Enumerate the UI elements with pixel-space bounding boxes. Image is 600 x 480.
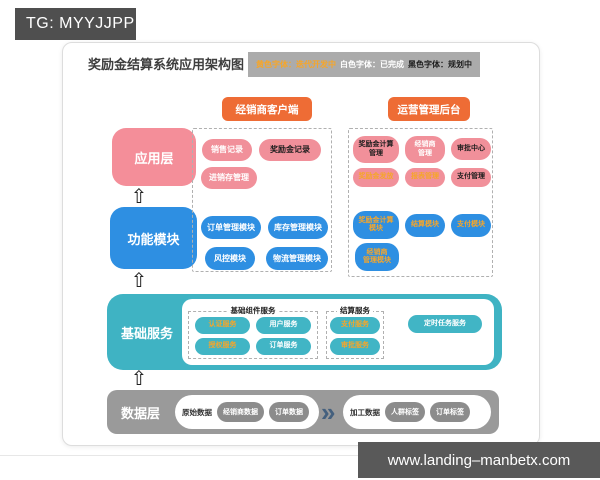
service-pill: 订单服务 xyxy=(256,338,311,355)
layer-box-data-layer: 数据层 xyxy=(121,405,161,421)
legend-item-black: 黑色字体：规划中 xyxy=(408,60,472,69)
data-pill: 订单数据 xyxy=(269,402,309,422)
service-pill: 审批服务 xyxy=(330,338,380,355)
service-pill: 认证服务 xyxy=(195,317,250,334)
layer-box-base-services: 基础服务 xyxy=(121,325,174,341)
processed-data-panel: 加工数据 人群标签 订单标签 xyxy=(343,395,491,429)
app-pill: 支付管理 xyxy=(451,168,491,187)
ops-backend-section: 奖励金计算 管理 经销商 管理 审批中心 奖励金发放 报表管理 支付管理 奖励金… xyxy=(348,128,493,277)
module-pill: 经销商 管理模块 xyxy=(355,243,399,271)
base-services-panel: 基础组件服务 认证服务 用户服务 授权服务 订单服务 结算服务 支付服务 审批服… xyxy=(182,299,494,365)
service-pill: 支付服务 xyxy=(330,317,380,334)
timer-service-pill: 定时任务服务 xyxy=(408,315,482,333)
layer-box-function-module: 功能模块 xyxy=(110,207,197,269)
layer-box-application: 应用层 xyxy=(112,128,196,186)
base-components-group: 基础组件服务 认证服务 用户服务 授权服务 订单服务 xyxy=(188,305,318,359)
settlement-services-group: 结算服务 支付服务 审批服务 xyxy=(326,305,384,359)
app-pill: 奖励金计算 管理 xyxy=(353,136,399,163)
module-pill: 订单管理模块 xyxy=(201,216,261,239)
telegram-banner-text: TG: MYYJJPP xyxy=(26,15,135,32)
data-pill: 订单标签 xyxy=(430,402,470,422)
dealer-client-section: 销售记录 奖励金记录 进销存管理 订单管理模块 库存管理模块 风控模块 物流管理… xyxy=(192,128,332,272)
processed-data-title: 加工数据 xyxy=(350,407,380,417)
section-header-dealer-client: 经销商客户端 xyxy=(222,97,312,121)
up-arrow-icon: ⇧ xyxy=(130,368,148,390)
service-pill: 授权服务 xyxy=(195,338,250,355)
legend-item-yellow: 黄色字体：迭代开发中 xyxy=(256,60,336,69)
module-pill: 风控模块 xyxy=(205,247,255,270)
app-pill: 报表管理 xyxy=(405,168,445,187)
module-pill: 结算模块 xyxy=(405,214,445,237)
double-chevron-icon: » xyxy=(321,397,336,427)
diagram-title: 奖励金结算系统应用架构图 xyxy=(88,57,245,72)
base-group-title: 基础组件服务 xyxy=(227,305,279,316)
telegram-banner: TG: MYYJJPP xyxy=(15,8,136,40)
module-pill: 奖励金计算 模块 xyxy=(353,211,399,239)
app-pill: 奖励金发放 xyxy=(353,168,399,187)
data-pill: 经销商数据 xyxy=(217,402,264,422)
module-pill: 物流管理模块 xyxy=(266,247,328,270)
app-pill: 进销存管理 xyxy=(201,167,257,189)
module-pill: 支付模块 xyxy=(451,214,491,237)
up-arrow-icon: ⇧ xyxy=(130,186,148,208)
service-pill: 用户服务 xyxy=(256,317,311,334)
legend-bar: 黄色字体：迭代开发中 白色字体：已完成 黑色字体：规划中 xyxy=(248,52,480,77)
legend-item-white: 白色字体：已完成 xyxy=(340,60,404,69)
up-arrow-icon: ⇧ xyxy=(130,270,148,292)
app-pill: 销售记录 xyxy=(202,139,252,161)
divider-line xyxy=(0,455,600,456)
module-pill: 库存管理模块 xyxy=(268,216,328,239)
section-header-ops-backend: 运营管理后台 xyxy=(388,97,470,121)
url-banner: www.landing–manbetx.com xyxy=(358,442,600,478)
app-pill: 奖励金记录 xyxy=(259,139,321,161)
app-pill: 审批中心 xyxy=(451,138,491,160)
base-group-title: 结算服务 xyxy=(337,305,373,316)
data-pill: 人群标签 xyxy=(385,402,425,422)
raw-data-title: 原始数据 xyxy=(182,407,212,417)
raw-data-panel: 原始数据 经销商数据 订单数据 xyxy=(175,395,319,429)
url-banner-text: www.landing–manbetx.com xyxy=(387,451,571,469)
app-pill: 经销商 管理 xyxy=(405,136,445,163)
